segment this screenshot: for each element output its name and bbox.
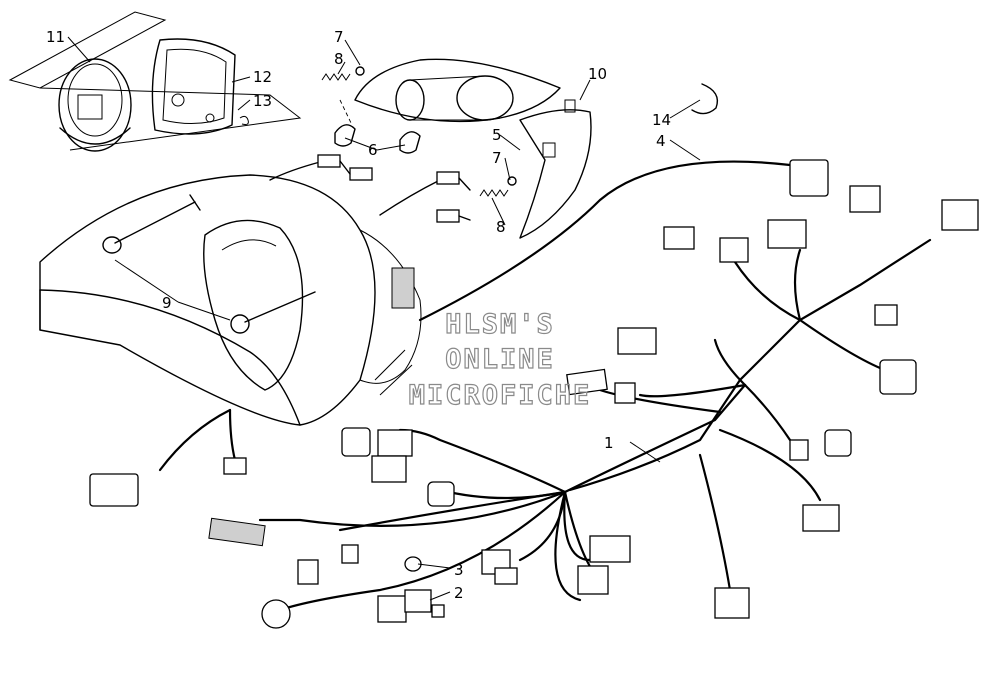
- screw-9-right: [230, 291, 316, 334]
- connectors: [89, 159, 979, 629]
- screw-9-left: [102, 194, 201, 254]
- hood-fairing: [39, 174, 422, 426]
- bulb-boot-right: [399, 131, 421, 154]
- callout-13: 13: [253, 92, 272, 110]
- callout-2: 2: [454, 584, 464, 602]
- callout-11: 11: [46, 28, 65, 46]
- callout-10: 10: [588, 65, 607, 83]
- callout-8-upper: 8: [334, 50, 344, 68]
- washer-7-lower: [507, 176, 517, 186]
- callout-3: 3: [454, 561, 464, 579]
- leader-lines: [67, 36, 701, 601]
- watermark-line-2: ONLINE: [445, 344, 555, 375]
- callout-4: 4: [656, 132, 666, 150]
- watermark-line-3: MICROFICHE: [409, 380, 592, 411]
- headlight-connectors: [269, 154, 471, 223]
- callout-5: 5: [492, 126, 502, 144]
- callout-7-upper: 7: [334, 28, 344, 46]
- left-harness: [158, 408, 232, 472]
- washer-7-upper: [355, 66, 365, 76]
- callout-14: 14: [652, 111, 671, 129]
- headlight-harness: [418, 160, 792, 322]
- leader-dashed: [339, 99, 353, 126]
- watermark-line-1: HLSM'S: [445, 309, 555, 340]
- instrument-cluster: [8, 11, 302, 152]
- main-wiring-harness: [258, 238, 932, 612]
- left-harness-branch: [228, 408, 237, 462]
- callout-1: 1: [604, 434, 614, 452]
- spring-8-upper: [321, 73, 351, 81]
- callout-9: 9: [162, 294, 172, 312]
- headlight-housing: [354, 58, 592, 239]
- callout-8-lower: 8: [496, 218, 506, 236]
- retaining-ring: [691, 83, 719, 115]
- spring-8-lower: [479, 189, 509, 197]
- callout-7-lower: 7: [492, 149, 502, 167]
- bulb-boot-left: [334, 124, 356, 147]
- callout-6: 6: [368, 141, 378, 159]
- callout-12: 12: [253, 68, 272, 86]
